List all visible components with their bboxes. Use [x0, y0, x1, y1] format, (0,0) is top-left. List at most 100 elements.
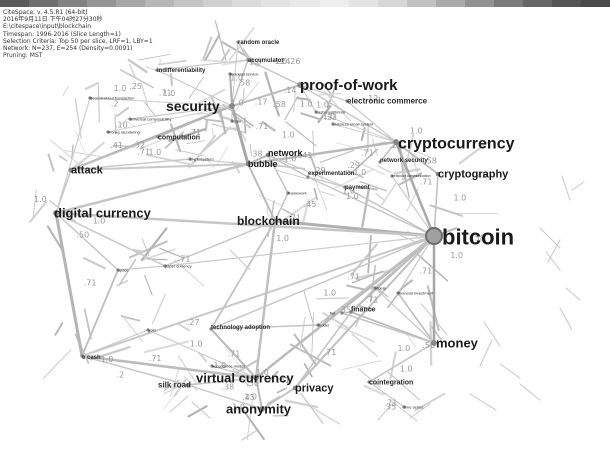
node-label-technology-adoption[interactable]: technology adoption: [211, 325, 270, 331]
node-technology-adoption[interactable]: [209, 327, 213, 331]
node-vehicular-communication[interactable]: [390, 174, 394, 178]
node-proof-of-work[interactable]: [297, 82, 303, 88]
node-cash-equilibrium[interactable]: [314, 110, 318, 114]
node-label-time-series[interactable]: time series: [404, 404, 423, 409]
node-random-oracle[interactable]: [236, 40, 240, 44]
node-bubble[interactable]: [245, 161, 251, 167]
time-slice-13: [377, 0, 407, 7]
node-label-random-oracle[interactable]: random oracle: [238, 40, 280, 46]
node-label-digital-currency[interactable]: digital currency: [54, 205, 152, 220]
node-cointegration[interactable]: [367, 380, 371, 384]
node-gold[interactable]: [146, 328, 150, 332]
node-label-financial-service[interactable]: financial service: [230, 71, 259, 76]
node-label-silk-road[interactable]: silk road: [158, 381, 191, 390]
edge-attack-computation: [70, 136, 159, 171]
node-label-electronic-commerce[interactable]: electronic commerce: [347, 97, 428, 106]
node-label-bubble[interactable]: bubble: [248, 159, 278, 169]
node-label-bitcoin[interactable]: bitcoin: [442, 224, 514, 249]
background-edge: [240, 131, 247, 142]
node-cryptocurrency[interactable]: [393, 139, 399, 145]
node-stateless-email-system[interactable]: [331, 122, 335, 126]
node-label-cryptography[interactable]: cryptography: [438, 169, 509, 181]
node-cryptography[interactable]: [435, 171, 441, 177]
node-label-model[interactable]: model: [318, 322, 329, 327]
node-money[interactable]: [431, 340, 437, 346]
node-label-scale[interactable]: scale: [232, 118, 242, 123]
node-label-framework[interactable]: framework: [288, 190, 307, 195]
node-label-money-laundering[interactable]: money laundering: [108, 129, 140, 134]
node-financial-service[interactable]: [228, 72, 232, 76]
node-label-money[interactable]: money: [436, 335, 479, 350]
node-label-utopia[interactable]: utopia: [375, 285, 387, 290]
node-indifferentiability[interactable]: [155, 68, 159, 72]
node-label-anonymity[interactable]: anonymity: [226, 401, 292, 416]
node-accumulator[interactable]: [246, 58, 250, 62]
node-silk-road[interactable]: [186, 383, 190, 387]
node-space[interactable]: [116, 268, 120, 272]
node-label-decentralized-transaction[interactable]: decentralized transaction: [90, 95, 134, 100]
node-e-cash[interactable]: [80, 354, 84, 358]
node-bitcoin[interactable]: [425, 227, 443, 245]
node-time-series[interactable]: [402, 405, 406, 409]
node-label-cryptocurrency[interactable]: cryptocurrency: [398, 135, 515, 152]
node-label-gold[interactable]: gold: [148, 327, 156, 332]
node-label-vehicular-communication[interactable]: vehicular communication: [392, 174, 431, 178]
node-label-space[interactable]: space: [118, 267, 129, 272]
node-label-network-security[interactable]: network security: [380, 158, 428, 164]
node-experimentation[interactable]: [306, 175, 310, 179]
node-label-e-cash[interactable]: e cash: [82, 355, 101, 361]
node-digital-currency[interactable]: [53, 210, 59, 216]
node-framework[interactable]: [286, 191, 290, 195]
node-label-indifferentiability[interactable]: indifferentiability: [157, 68, 206, 74]
node-label-attack[interactable]: attack: [71, 165, 104, 177]
node-label-finance[interactable]: finance: [351, 306, 376, 313]
node-paper-currency[interactable]: [163, 264, 167, 268]
node-label-acceptance-model[interactable]: acceptance model: [212, 363, 245, 368]
node-attack[interactable]: [68, 167, 74, 173]
node-label-privacy[interactable]: privacy: [295, 383, 334, 395]
node-network[interactable]: [265, 152, 271, 158]
node-electronic-commerce[interactable]: [345, 99, 349, 103]
node-label-computation[interactable]: computation: [158, 134, 200, 141]
node-label-cryptosystem[interactable]: cryptosystem: [190, 156, 214, 161]
node-label-cash-equilibrium[interactable]: cash equilibrium: [316, 109, 346, 114]
node-security[interactable]: [229, 103, 235, 109]
node-label-proof-of-work[interactable]: proof-of-work: [300, 77, 398, 94]
node-privacy[interactable]: [292, 385, 298, 391]
node-universal-composability[interactable]: [128, 117, 132, 121]
edge-bitcoin-cryptography: [433, 173, 439, 237]
node-label-paper-currency[interactable]: paper currency: [165, 263, 192, 268]
node-label-universal-composability[interactable]: universal composability: [130, 116, 171, 121]
edge-weight-label: .71: [324, 348, 337, 357]
node-blockchain[interactable]: [272, 218, 278, 224]
time-slice-8: [232, 0, 262, 7]
node-utopia[interactable]: [373, 286, 377, 290]
node-financial-investment[interactable]: [396, 291, 400, 295]
background-edge: [47, 153, 55, 172]
node-payment[interactable]: [343, 185, 347, 189]
node-money-laundering[interactable]: [106, 130, 110, 134]
node-label-stateless-email-system[interactable]: stateless email system: [333, 121, 374, 126]
node-label-accumulator[interactable]: accumulator: [248, 58, 284, 64]
node-decentralized-transaction[interactable]: [88, 96, 92, 100]
node-label-payment[interactable]: payment: [345, 185, 370, 191]
node-acceptance-model[interactable]: [210, 364, 214, 368]
node-label-fiat[interactable]: fiat: [330, 310, 336, 315]
node-scale[interactable]: [230, 119, 234, 123]
node-fiat[interactable]: [340, 311, 344, 315]
node-virtual-currency[interactable]: [253, 375, 259, 381]
node-anonymity[interactable]: [259, 406, 265, 412]
node-label-experimentation[interactable]: experimentation: [308, 171, 355, 177]
node-network-security[interactable]: [378, 160, 382, 164]
node-model[interactable]: [316, 323, 320, 327]
edge-weight-label: 1.0: [232, 403, 245, 412]
node-computation[interactable]: [156, 135, 160, 139]
node-label-financial-investment[interactable]: financial investment: [398, 290, 434, 295]
node-label-virtual-currency[interactable]: virtual currency: [196, 370, 294, 385]
node-label-blockchain[interactable]: blockchain: [237, 214, 300, 228]
node-finance[interactable]: [349, 310, 353, 314]
node-label-security[interactable]: security: [166, 98, 220, 114]
node-label-network[interactable]: network: [268, 148, 304, 158]
node-label-cointegration[interactable]: cointegration: [369, 379, 413, 386]
node-cryptosystem[interactable]: [188, 157, 192, 161]
